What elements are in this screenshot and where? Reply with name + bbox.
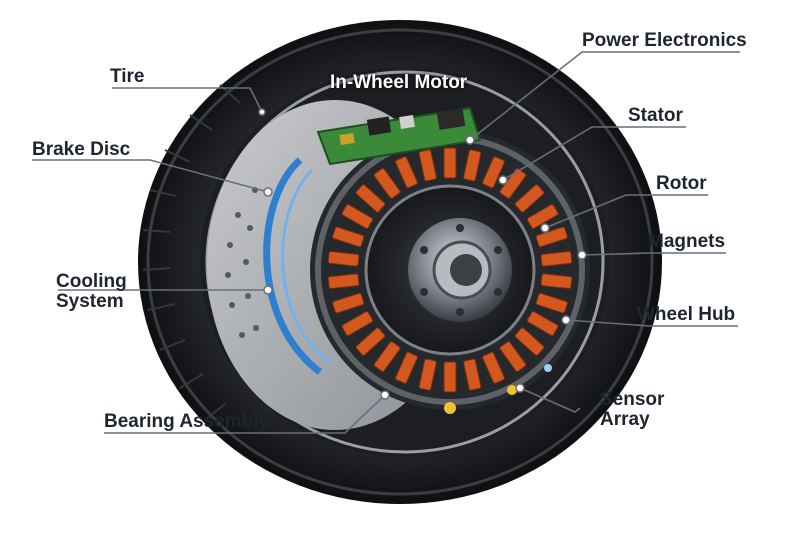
stator-coil xyxy=(395,156,418,189)
label-tire: Tire xyxy=(110,66,145,87)
stator-coil xyxy=(418,149,437,182)
stator-coil xyxy=(482,156,505,189)
wheel-hub-shape xyxy=(408,218,512,322)
power-electronics-board xyxy=(316,106,482,166)
stator-coil xyxy=(514,184,545,213)
stator-coil xyxy=(341,204,374,229)
diagram-title: In-Wheel Motor xyxy=(330,72,468,93)
sensor-array-shape xyxy=(444,364,552,414)
stator-windings xyxy=(327,147,573,393)
stator-coil xyxy=(443,361,457,393)
stator-coil xyxy=(395,351,418,384)
stator-coil xyxy=(355,184,386,213)
label-magnets: Magnets xyxy=(648,231,726,252)
stator-coil xyxy=(341,311,374,336)
stator-coil xyxy=(526,204,559,229)
stator-coil xyxy=(332,226,365,248)
stator-coil xyxy=(526,311,559,336)
label-bearing-assembly: Bearing Assembly xyxy=(104,411,270,432)
stator-coil xyxy=(373,168,401,199)
stator-coil xyxy=(540,273,573,290)
stator-coil xyxy=(499,168,527,199)
leader-lines xyxy=(32,51,740,434)
stator-coil xyxy=(327,250,360,267)
label-stator: Stator xyxy=(628,105,683,126)
stator-coil xyxy=(355,327,386,356)
stator-coil xyxy=(535,292,568,314)
cooling-channel-shape xyxy=(263,157,323,375)
stator-coil xyxy=(443,147,457,179)
stator-coil xyxy=(540,250,573,267)
label-power-electronics: Power Electronics xyxy=(582,30,747,51)
stator-coil xyxy=(463,149,482,182)
label-sensor-array: Sensor Array xyxy=(600,389,665,430)
stator-coil xyxy=(514,327,545,356)
stator-coil xyxy=(418,358,437,391)
stator-coil xyxy=(535,226,568,248)
label-brake-disc: Brake Disc xyxy=(32,139,131,160)
label-wheel-hub: Wheel Hub xyxy=(637,304,736,325)
stator-coil xyxy=(332,292,365,314)
stator-coil xyxy=(482,351,505,384)
label-cooling-system: Cooling System xyxy=(56,271,127,312)
stator-coil xyxy=(463,358,482,391)
stator-coil xyxy=(327,273,360,290)
stator-coil xyxy=(373,341,401,372)
label-rotor: Rotor xyxy=(656,173,707,194)
stator-coil xyxy=(499,341,527,372)
